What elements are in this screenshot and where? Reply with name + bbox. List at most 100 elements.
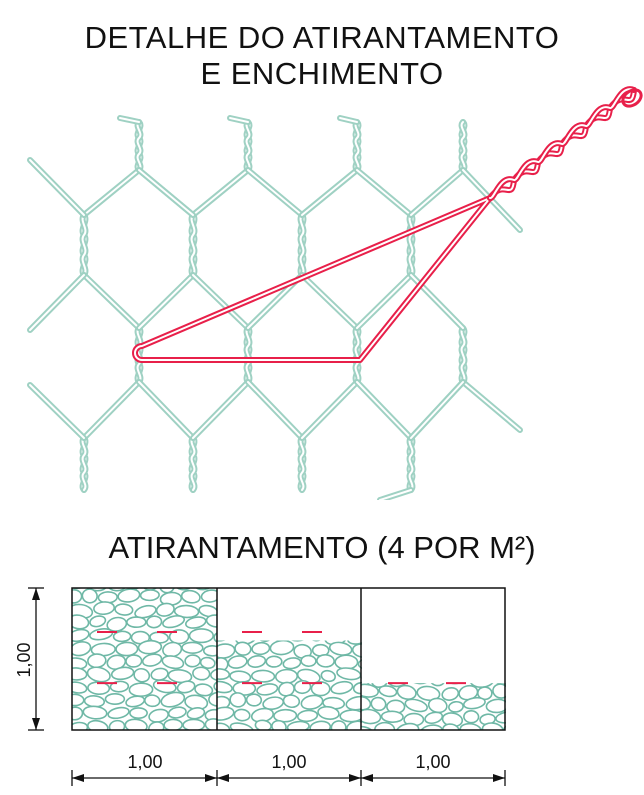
stone — [378, 685, 398, 698]
width-dimension-label-3: 1,00 — [415, 752, 451, 772]
stone — [296, 709, 319, 723]
stone — [142, 588, 160, 591]
stone — [293, 679, 312, 695]
stone — [111, 734, 131, 748]
stone — [448, 700, 464, 713]
stone — [459, 722, 483, 731]
stone — [380, 710, 404, 723]
stone — [163, 718, 183, 730]
stone — [204, 718, 217, 730]
stone — [89, 628, 114, 641]
tie-wire — [132, 86, 643, 363]
stone — [247, 655, 267, 668]
stone — [370, 696, 387, 712]
stone — [205, 614, 217, 628]
stone — [209, 733, 225, 747]
stone — [225, 614, 246, 631]
stone — [72, 693, 85, 707]
stone — [72, 706, 84, 721]
stone — [72, 641, 92, 657]
stone — [125, 695, 146, 708]
stone — [72, 681, 88, 694]
stone — [224, 734, 244, 747]
stone — [441, 686, 460, 701]
stone — [215, 735, 239, 748]
diagram-subtitle: ATIRANTAMENTO (4 POR M²) — [108, 530, 536, 565]
stone — [339, 709, 362, 723]
tie-end — [621, 88, 643, 108]
stone — [302, 733, 327, 748]
stone — [262, 735, 286, 748]
tie-markers — [97, 631, 466, 685]
stone — [128, 682, 154, 698]
stone — [72, 667, 88, 681]
stone — [229, 722, 255, 730]
stone — [106, 588, 127, 592]
stone — [150, 667, 169, 681]
stone — [81, 588, 98, 604]
stone — [309, 720, 332, 730]
stone-layer — [72, 588, 246, 748]
stone — [154, 734, 175, 746]
stone — [131, 733, 154, 747]
stone — [134, 604, 157, 619]
stone — [359, 735, 383, 746]
stone — [186, 707, 206, 720]
stone — [503, 724, 506, 731]
width-dimension-label-2: 1,00 — [271, 752, 307, 772]
stone — [167, 706, 187, 719]
stone — [184, 654, 201, 668]
stone — [370, 630, 387, 643]
stone — [361, 695, 372, 711]
stone — [144, 694, 161, 708]
stone — [341, 733, 359, 747]
stone — [307, 640, 325, 642]
stone — [416, 685, 441, 702]
stone — [271, 640, 288, 642]
stone — [326, 732, 342, 747]
drawing-title-line2: E ENCHIMENTO — [200, 56, 444, 91]
stone — [185, 616, 207, 629]
dimension-arrow — [361, 774, 373, 782]
stone — [104, 693, 126, 705]
stone — [310, 681, 331, 697]
stone — [351, 642, 362, 659]
dimension-arrow — [72, 774, 84, 782]
stone — [334, 654, 359, 670]
stone — [274, 668, 299, 685]
stone — [462, 696, 486, 710]
stone — [317, 705, 340, 720]
height-dimension-label: 1,00 — [14, 642, 34, 678]
stone — [217, 668, 231, 681]
stone — [89, 615, 107, 628]
stone — [463, 710, 480, 724]
stone — [404, 698, 428, 713]
stone-fill — [72, 588, 506, 748]
stone — [273, 708, 298, 723]
stone — [233, 708, 251, 722]
stone — [345, 695, 362, 711]
stone — [176, 680, 196, 694]
stone — [137, 639, 163, 655]
dimension-arrow — [32, 718, 40, 730]
stone — [117, 588, 141, 603]
stone — [395, 722, 420, 731]
stone — [72, 614, 90, 630]
dimension-lines — [28, 587, 506, 786]
stone — [286, 640, 309, 642]
stone — [217, 680, 233, 694]
stone — [254, 719, 272, 730]
stone — [330, 720, 347, 730]
stone — [192, 666, 211, 681]
stone — [159, 588, 176, 594]
stone — [129, 707, 148, 719]
width-dimension-label-1: 1,00 — [127, 752, 163, 772]
stone — [82, 705, 108, 720]
stone — [72, 721, 89, 730]
stone — [286, 720, 310, 730]
stone — [124, 718, 148, 730]
gabion-outline — [71, 587, 506, 731]
stone — [199, 656, 216, 669]
stone — [328, 641, 353, 656]
stone — [188, 628, 214, 644]
